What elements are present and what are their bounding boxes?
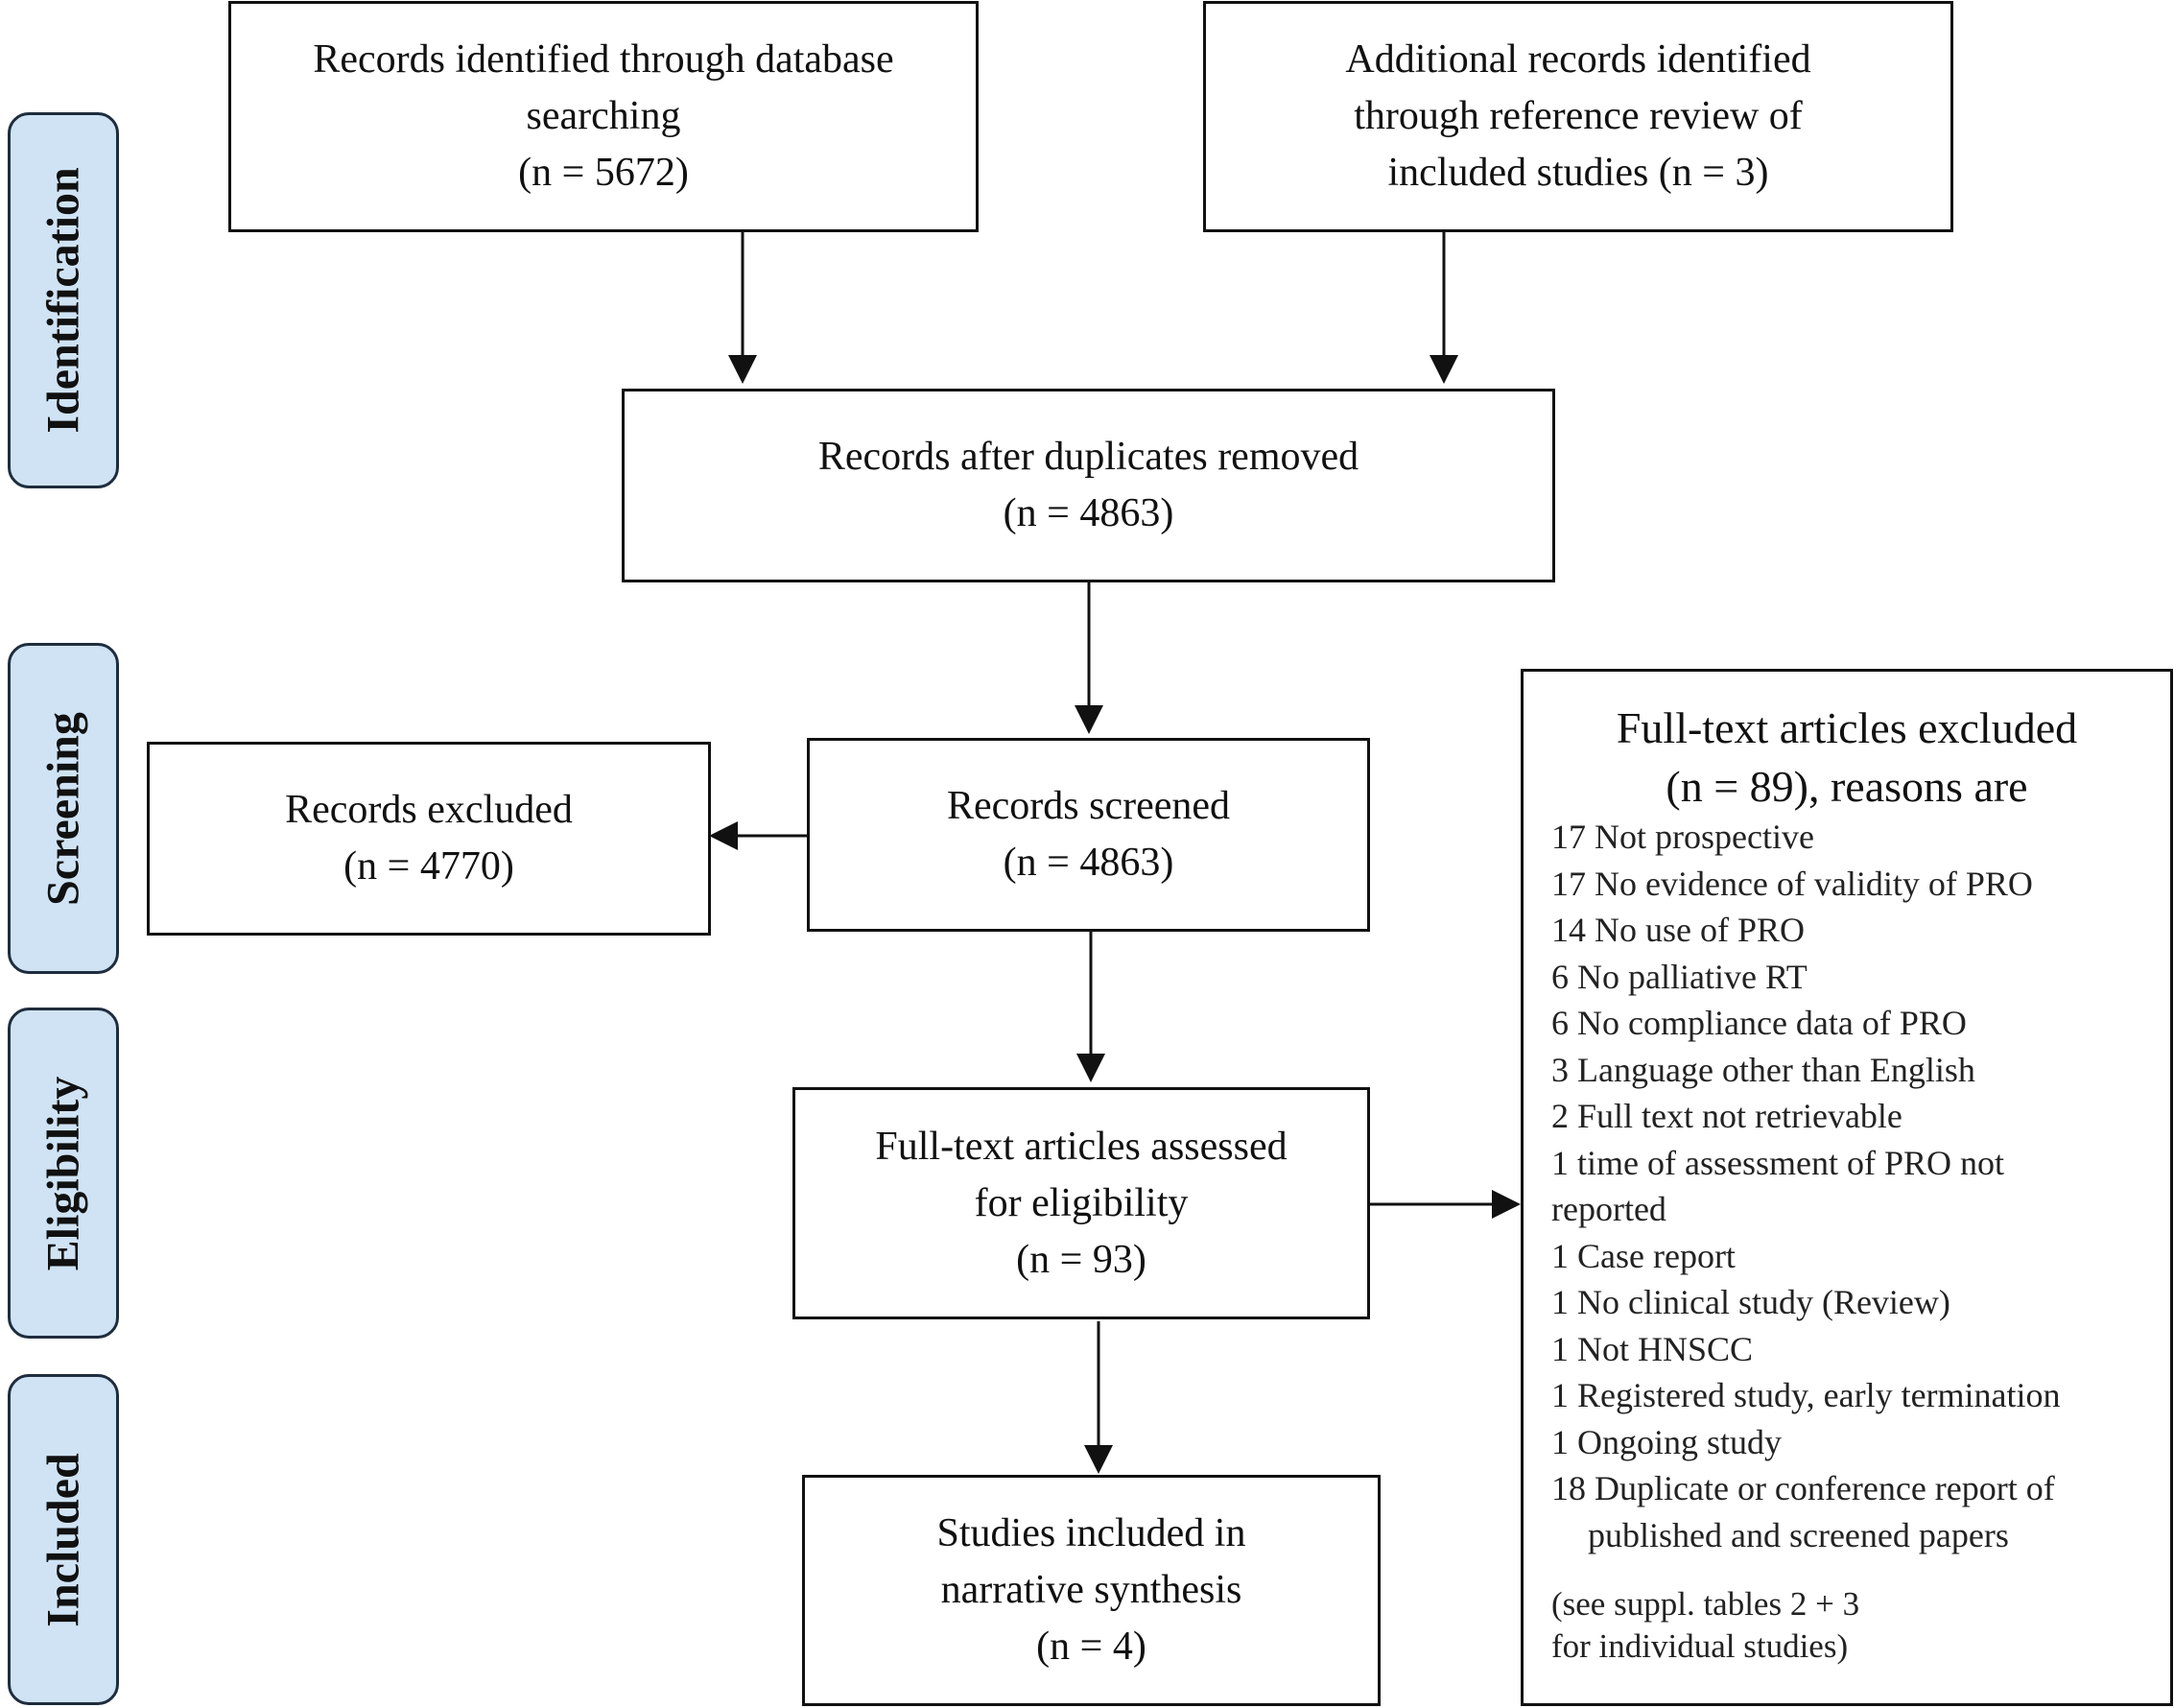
fulltext-excluded-title: Full-text articles excluded (n = 89), re… xyxy=(1521,699,2173,816)
fulltext-excluded-title-line1: Full-text articles excluded xyxy=(1616,703,2078,752)
database-records-box: Records identified through database sear… xyxy=(228,1,979,232)
exclusion-reason: 17 No evidence of validity of PRO xyxy=(1551,864,2033,903)
database-records-count: (n = 5672) xyxy=(518,151,689,195)
supplementary-note-line1: (see suppl. tables 2 + 3 xyxy=(1551,1585,1860,1623)
phase-screening: Screening xyxy=(8,643,119,974)
fulltext-assessed-line1: Full-text articles assessed xyxy=(875,1124,1288,1169)
exclusion-reason: 6 No palliative RT xyxy=(1551,957,1808,996)
exclusion-reason-continued: reported xyxy=(1551,1190,1666,1228)
records-screened-count: (n = 4863) xyxy=(1003,841,1174,885)
studies-included-line1: Studies included in xyxy=(936,1511,1246,1555)
duplicates-removed-count: (n = 4863) xyxy=(1003,491,1174,535)
additional-records-line2: through reference review of xyxy=(1354,94,1803,138)
records-screened-box: Records screened (n = 4863) xyxy=(807,738,1370,932)
database-records-line1: Records identified through database xyxy=(313,37,894,82)
additional-records-line1: Additional records identified xyxy=(1345,37,1811,82)
exclusion-reason: 1 Ongoing study xyxy=(1551,1422,1783,1461)
exclusion-reason: 1 Registered study, early termination xyxy=(1551,1376,2061,1414)
duplicates-removed-box: Records after duplicates removed (n = 48… xyxy=(622,389,1555,582)
records-excluded-count: (n = 4770) xyxy=(343,844,514,889)
additional-records-box: Additional records identified through re… xyxy=(1203,1,1953,232)
phase-identification: Identification xyxy=(8,112,119,488)
additional-records-line3: included studies (n = 3) xyxy=(1387,151,1769,195)
exclusion-reason: 17 Not prospective xyxy=(1551,818,1814,856)
exclusion-reason: 18 Duplicate or conference report of xyxy=(1551,1469,2055,1507)
fulltext-excluded-box xyxy=(1521,669,2173,1706)
studies-included-count: (n = 4) xyxy=(1036,1625,1146,1669)
supplementary-note: (see suppl. tables 2 + 3 for individual … xyxy=(1551,1583,2173,1668)
records-excluded-line1: Records excluded xyxy=(285,788,573,832)
fulltext-excluded-title-line2: (n = 89), reasons are xyxy=(1666,762,2028,811)
exclusion-reason-continued: published and screened papers xyxy=(1588,1515,2009,1554)
exclusion-reason: 2 Full text not retrievable xyxy=(1551,1097,1902,1135)
exclusion-reason: 1 time of assessment of PRO not xyxy=(1551,1143,2004,1182)
exclusion-reason: 14 No use of PRO xyxy=(1551,911,1806,949)
supplementary-note-line2: for individual studies) xyxy=(1551,1627,1849,1665)
database-records-line2: searching xyxy=(526,94,681,138)
records-screened-line1: Records screened xyxy=(946,784,1231,828)
fulltext-assessed-line2: for eligibility xyxy=(974,1180,1189,1225)
exclusion-reason: 6 No compliance data of PRO xyxy=(1551,1004,1967,1042)
exclusion-reason: 1 No clinical study (Review) xyxy=(1551,1283,1950,1321)
records-excluded-box: Records excluded (n = 4770) xyxy=(147,742,711,936)
exclusion-reason: 3 Language other than English xyxy=(1551,1050,1975,1089)
exclusion-reasons-list: 17 Not prospective 17 No evidence of val… xyxy=(1521,814,2173,1668)
duplicates-removed-line1: Records after duplicates removed xyxy=(817,435,1359,479)
phase-included: Included xyxy=(8,1374,119,1705)
fulltext-assessed-box: Full-text articles assessed for eligibil… xyxy=(792,1087,1370,1319)
studies-included-line2: narrative synthesis xyxy=(940,1568,1242,1612)
phase-eligibility: Eligibility xyxy=(8,1008,119,1339)
exclusion-reason: 1 Not HNSCC xyxy=(1551,1329,1754,1368)
fulltext-assessed-count: (n = 93) xyxy=(1016,1237,1146,1282)
studies-included-box: Studies included in narrative synthesis … xyxy=(802,1475,1381,1706)
exclusion-reason: 1 Case report xyxy=(1551,1236,1736,1275)
